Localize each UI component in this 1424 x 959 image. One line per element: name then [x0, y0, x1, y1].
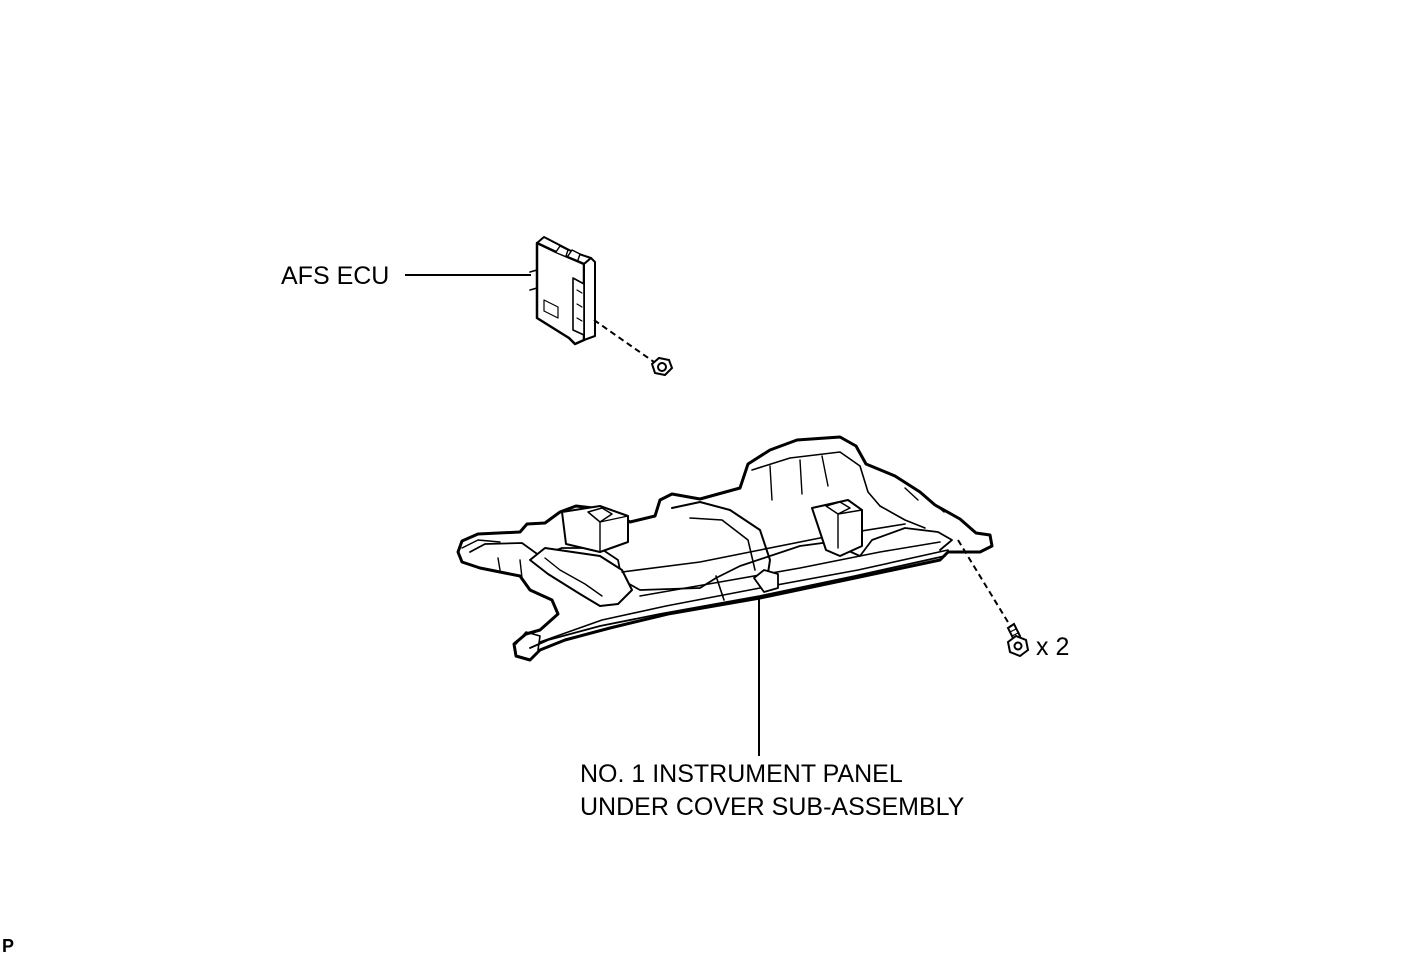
nut-icon	[650, 356, 674, 377]
under-cover-label-line2: UNDER COVER SUB-ASSEMBLY	[580, 793, 965, 821]
corner-code: P	[2, 936, 15, 956]
screw-icon	[1006, 622, 1030, 658]
under-cover-label-line1: NO. 1 INSTRUMENT PANEL	[580, 760, 903, 788]
afs-ecu-label: AFS ECU	[281, 262, 390, 290]
screw-quantity-label: x 2	[1036, 633, 1070, 661]
afs-ecu-part	[529, 236, 596, 346]
instrument-panel-under-cover-part	[456, 435, 994, 662]
cover-screw-guide	[957, 539, 1015, 633]
ecu-nut-guide	[593, 319, 655, 363]
